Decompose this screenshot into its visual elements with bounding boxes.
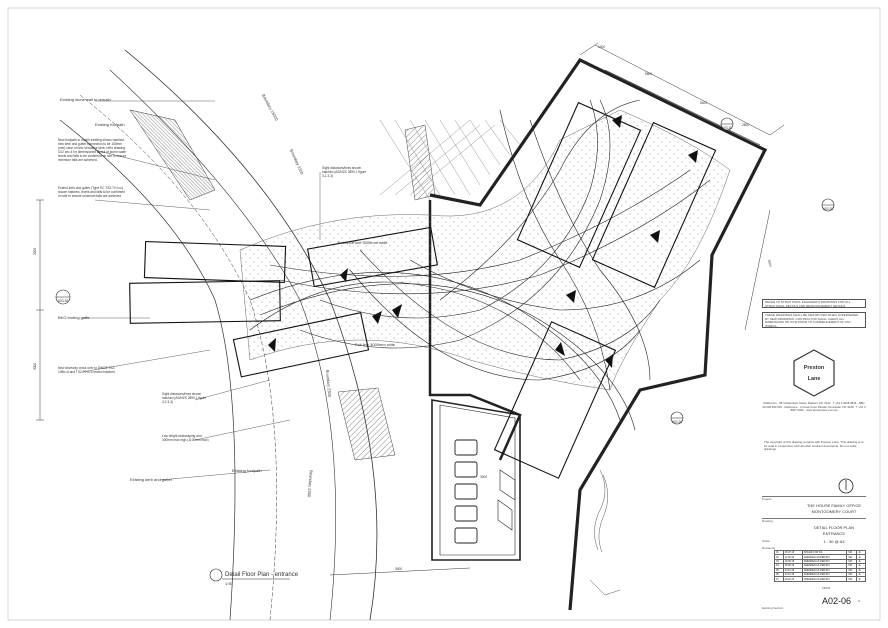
direction-arrows	[268, 115, 698, 368]
note-landscaping: Low height landscaping and 300mm max hig…	[162, 434, 209, 442]
sight-line-hatch-bottom	[337, 387, 396, 461]
revision-cell: 07	[774, 576, 784, 582]
section-marker-left: A03-30	[55, 289, 71, 305]
note-existing-footpath-top: Existing footpath	[95, 122, 125, 127]
landscape-sketch	[589, 469, 621, 596]
dim-3: 5400	[700, 101, 707, 105]
existing-kerb-hatch	[129, 109, 216, 201]
logo-line2: Lane	[807, 376, 821, 382]
structural-note: REFER TO STRUCTURAL ENGINEER'S DRAWINGS …	[762, 299, 866, 308]
drawing-status: Existing Section	[762, 606, 784, 610]
note-crossover: New driveway cross over to DWG5 TS2-108h…	[58, 366, 116, 374]
detail-title-text: Detail Floor Plan - entrance	[225, 572, 299, 578]
section-marker-right: A03-30	[821, 198, 835, 212]
dim-8: 3000	[395, 567, 402, 571]
note-footing: BKG footing geffe	[58, 315, 90, 320]
driveway-surface	[239, 109, 731, 391]
logo-line1: Preston	[803, 365, 825, 371]
note-entrance-line: Entrance line 3000mm wide	[338, 240, 388, 245]
dim-2: 5600	[645, 72, 652, 76]
note-new-footpath: New footpath to match existing shown hat…	[58, 138, 127, 162]
dim-7: 3000	[33, 363, 37, 370]
dim-5: 5600	[767, 259, 772, 267]
project-name: THE HOUSE FAMILY OFFICE	[806, 503, 862, 508]
north-arrow-icon	[838, 478, 854, 494]
svg-text:A03-30: A03-30	[672, 420, 683, 424]
revisions-label: Revisions	[762, 546, 776, 550]
drawing-label: Drawing	[762, 519, 774, 523]
superseded-note: THESE DRAWINGS SHALL BE DESTROYED WHEN S…	[762, 312, 866, 328]
project-label: Project	[762, 497, 772, 501]
swept-paths	[249, 99, 711, 431]
scale-value: 1 : 50 @ A3	[823, 539, 845, 544]
scale-label: Scale	[762, 539, 770, 543]
copyright-note: The copyright of this drawing remains wi…	[764, 440, 864, 452]
dimension-lines	[36, 42, 785, 576]
parking-bays	[454, 439, 516, 544]
road-label-4: Boundary 2300	[307, 470, 314, 498]
dim-1: 1000	[598, 45, 605, 49]
section-marker-bottom: A03-30	[670, 411, 684, 425]
note-extend-kerb: Extend kerb and gutter (Type KC TS2-70 h…	[58, 186, 125, 198]
job-number: 18294	[822, 586, 831, 590]
road-label-1: Boundary 15000	[261, 93, 280, 122]
drawing-sub: ENTRANCE	[822, 531, 845, 536]
revision-letter: G	[858, 599, 861, 603]
note-sight-top: Sight distances/lines shown hatched (AS/…	[322, 166, 367, 178]
title-block: REFER TO STRUCTURAL ENGINEER'S DRAWINGS …	[762, 290, 866, 612]
road-label-3: Boundary 2300	[325, 370, 332, 398]
note-existing-footpath-bottom: Existing footpath	[232, 468, 262, 473]
section-marker-top-right: A03-30	[720, 117, 734, 131]
car-outlines	[129, 101, 717, 479]
sight-line-hatch-top	[404, 124, 436, 201]
detail-title: Detail Floor Plan - entrance 1:50	[209, 568, 299, 586]
note-sight-bottom: Sight distances/lines shown hatched (AS/…	[162, 392, 207, 404]
note-exit-line: Exit line 3000mm wide	[355, 342, 396, 347]
dim-6: 3000	[33, 248, 37, 255]
sheet-border	[7, 7, 881, 621]
revision-cell: SM	[846, 576, 858, 582]
office-addresses: Melbourne · 85 Cheltenham Street, Malver…	[762, 401, 866, 413]
drawing-number: A02-06	[822, 596, 852, 606]
preston-lane-logo	[793, 349, 835, 397]
detail-scale-text: 1:50	[225, 581, 234, 586]
roof-crosshatch	[379, 119, 521, 201]
svg-text:A03-30: A03-30	[58, 299, 69, 303]
svg-text:A03-30: A03-30	[823, 207, 834, 211]
dim-4: 2800	[742, 123, 749, 127]
svg-text:A03-30: A03-30	[722, 126, 733, 130]
revision-cell: 29.10.18	[782, 576, 803, 582]
road-label-2: Boundary 2200	[289, 148, 305, 176]
revision-cell: JL	[856, 576, 866, 582]
drawing-title: DETAIL FLOOR PLAN	[813, 525, 854, 530]
leader-lines	[81, 100, 321, 481]
dim-9: 3000	[480, 475, 487, 479]
note-existing-kerb: Existing kerb and gutter	[130, 477, 173, 482]
project-sub: MONTGOMERY COURT	[811, 509, 857, 514]
note-stone-wall: Existing stone wall to remain	[60, 97, 111, 102]
revision-cell: AMENDED AS PER RFI	[801, 576, 848, 582]
